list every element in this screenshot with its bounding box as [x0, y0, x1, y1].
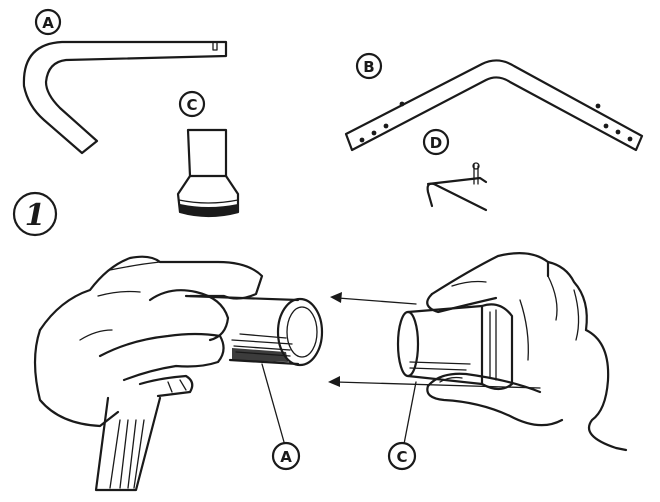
part-a-bent-tube — [22, 40, 228, 155]
label-d-text: D — [430, 134, 442, 152]
callout-c-text: C — [396, 448, 407, 466]
right-hand — [426, 251, 628, 452]
figure-number: 1 — [12, 191, 58, 237]
insertion-arrows — [328, 292, 541, 389]
part-c-plug — [176, 128, 240, 218]
part-b-holes — [359, 101, 633, 143]
tube-a-end — [184, 294, 324, 367]
label-c-top-text: C — [186, 96, 197, 114]
label-b-text: B — [363, 58, 374, 76]
label-a-top-text: A — [42, 14, 54, 32]
part-d-clip — [426, 162, 488, 212]
figure-number-text: 1 — [25, 198, 46, 233]
label-b: B — [355, 52, 383, 80]
label-c-top: C — [178, 90, 206, 118]
left-hand — [33, 255, 264, 492]
label-a-top: A — [34, 8, 62, 36]
callout-a-text: A — [280, 448, 292, 466]
part-b-v-bar — [344, 59, 644, 152]
callout-a: A — [261, 363, 301, 471]
plug-c-inserted — [396, 303, 514, 391]
callout-c: C — [387, 381, 417, 471]
label-d: D — [422, 128, 450, 156]
